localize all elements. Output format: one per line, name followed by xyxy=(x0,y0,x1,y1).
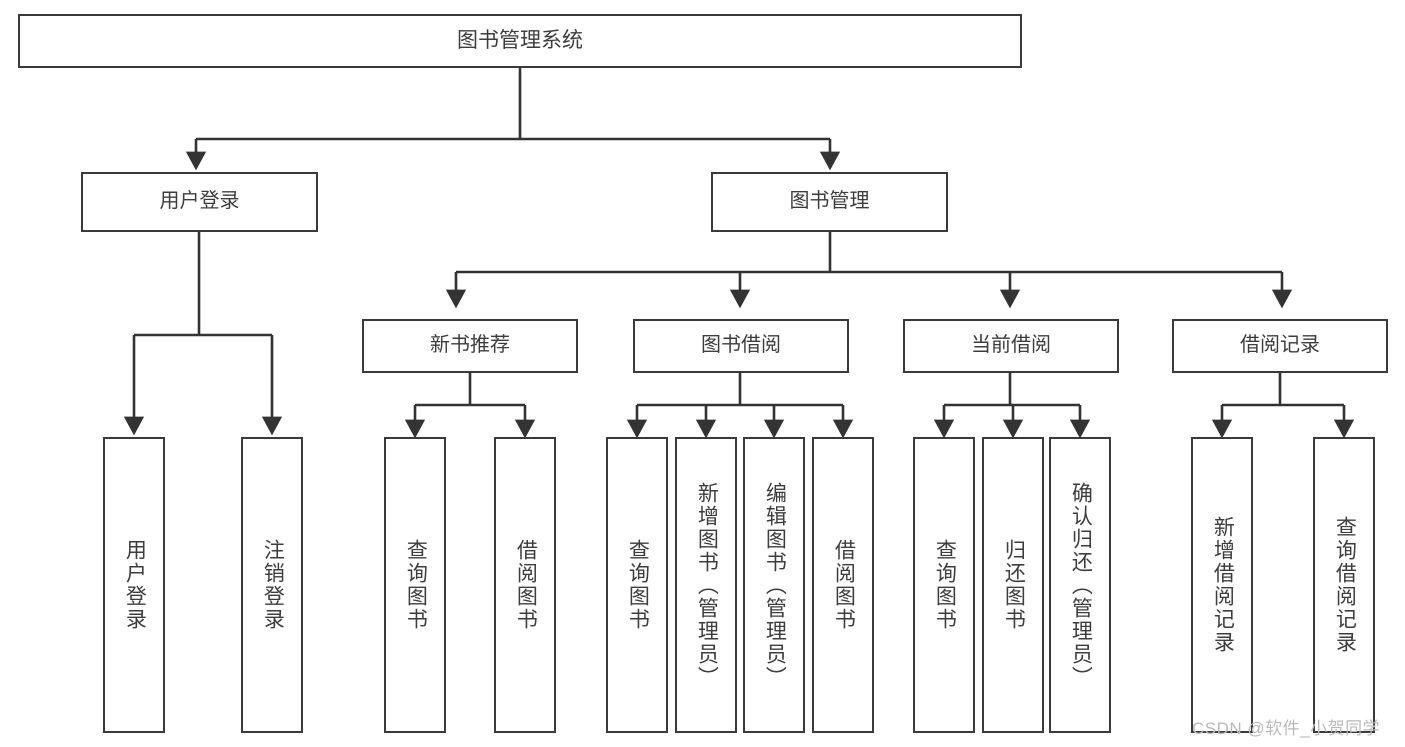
leaf-current-borrow-confirm-return-admin[interactable]: 确认归还（管理员） xyxy=(1049,437,1111,733)
node-current-borrow[interactable]: 当前借阅 xyxy=(903,319,1119,373)
node-new-book-recommend[interactable]: 新书推荐 xyxy=(362,319,578,373)
node-label: 图书管理 xyxy=(789,190,870,213)
node-label: 图书管理系统 xyxy=(457,28,583,52)
leaf-user-login-logout[interactable]: 注销登录 xyxy=(241,437,303,733)
node-label: 新增图书（管理员） xyxy=(695,481,719,689)
leaf-book-borrow-query-book[interactable]: 查询图书 xyxy=(606,437,668,733)
leaf-current-borrow-return-book[interactable]: 归还图书 xyxy=(982,437,1044,733)
csdn-watermark: CSDN @软件_小贺同学 xyxy=(1192,719,1381,738)
leaf-borrow-record-add-record[interactable]: 新增借阅记录 xyxy=(1191,437,1253,733)
node-label: 确认归还（管理员） xyxy=(1069,481,1093,689)
node-label: 归还图书 xyxy=(1002,539,1026,631)
node-label: 查询图书 xyxy=(933,539,957,631)
node-label: 当前借阅 xyxy=(971,334,1051,357)
node-label: 借阅图书 xyxy=(832,539,856,631)
leaf-new-book-query-book[interactable]: 查询图书 xyxy=(384,437,446,733)
node-label: 注销登录 xyxy=(261,539,285,631)
leaf-book-borrow-borrow-book[interactable]: 借阅图书 xyxy=(812,437,874,733)
node-label: 查询图书 xyxy=(626,539,650,631)
node-label: 借阅记录 xyxy=(1240,334,1320,357)
leaf-book-borrow-add-book-admin[interactable]: 新增图书（管理员） xyxy=(675,437,737,733)
leaf-borrow-record-query-record[interactable]: 查询借阅记录 xyxy=(1313,437,1375,733)
node-label: 新增借阅记录 xyxy=(1211,516,1235,654)
node-label: 图书借阅 xyxy=(701,334,781,357)
leaf-new-book-borrow-book[interactable]: 借阅图书 xyxy=(494,437,556,733)
node-borrow-record[interactable]: 借阅记录 xyxy=(1172,319,1388,373)
node-user-login[interactable]: 用户登录 xyxy=(81,172,318,232)
node-label: 编辑图书（管理员） xyxy=(763,481,787,689)
node-label: 用户登录 xyxy=(159,190,240,213)
leaf-user-login-login[interactable]: 用户登录 xyxy=(103,437,165,733)
node-root-book-management-system[interactable]: 图书管理系统 xyxy=(18,14,1022,68)
leaf-current-borrow-query-book[interactable]: 查询图书 xyxy=(913,437,975,733)
node-label: 新书推荐 xyxy=(430,334,510,357)
leaf-book-borrow-edit-book-admin[interactable]: 编辑图书（管理员） xyxy=(743,437,805,733)
node-label: 查询图书 xyxy=(404,539,428,631)
node-book-borrow[interactable]: 图书借阅 xyxy=(633,319,849,373)
node-label: 查询借阅记录 xyxy=(1333,516,1357,654)
node-label: 用户登录 xyxy=(123,539,147,631)
node-label: 借阅图书 xyxy=(514,539,538,631)
node-book-management[interactable]: 图书管理 xyxy=(711,172,948,232)
